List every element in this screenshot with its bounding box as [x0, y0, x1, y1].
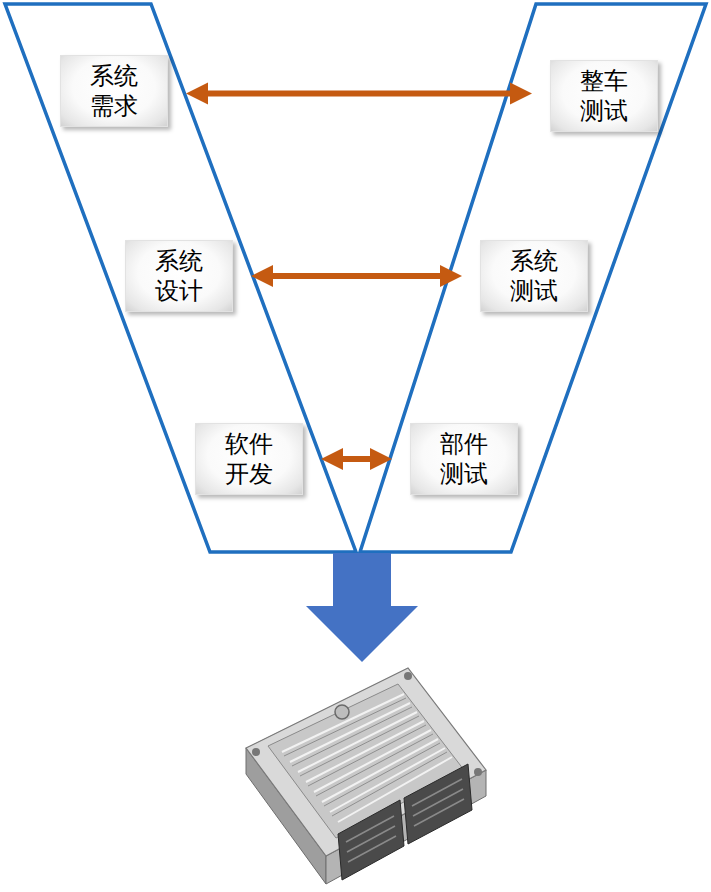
arrow-head	[251, 265, 273, 287]
arrow-head	[440, 265, 462, 287]
process-box: 系统 设计	[125, 240, 233, 312]
double-arrow	[271, 273, 442, 279]
double-arrow	[341, 456, 372, 462]
process-box: 整车 测试	[550, 60, 658, 132]
box-label: 整车 测试	[576, 66, 631, 126]
process-box: 部件 测试	[410, 423, 518, 495]
box-label: 部件 测试	[436, 429, 491, 489]
double-arrow	[206, 91, 512, 97]
ecu-unit	[246, 668, 486, 884]
box-label: 系统 设计	[151, 246, 206, 306]
process-box: 系统 测试	[480, 240, 588, 312]
arrow-head	[510, 83, 532, 105]
arrow-head	[321, 448, 343, 470]
box-label: 系统 测试	[506, 246, 561, 306]
arrow-head	[186, 83, 208, 105]
arrow-head	[370, 448, 392, 470]
box-label: 系统 需求	[86, 61, 141, 121]
box-label: 软件 开发	[221, 429, 276, 489]
down-arrow	[306, 553, 418, 662]
process-box: 软件 开发	[195, 423, 303, 495]
process-box: 系统 需求	[60, 55, 168, 127]
